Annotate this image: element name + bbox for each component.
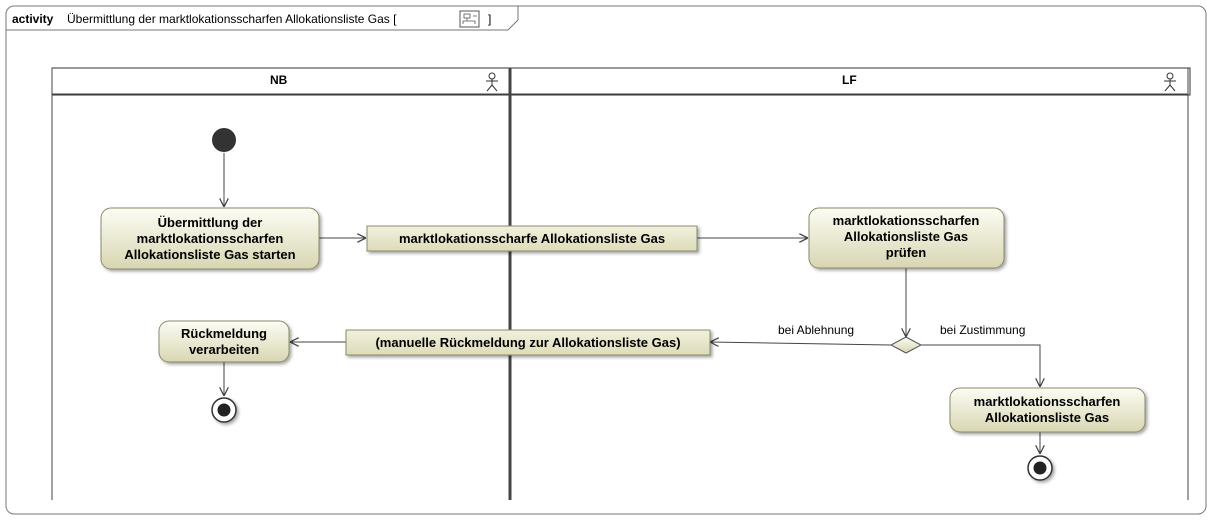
action-process-line-1: Rückmeldung (181, 326, 267, 341)
object-allocation-list-label: marktlokationsscharfe Allokationsliste G… (399, 231, 665, 246)
decision-node[interactable] (889, 336, 923, 354)
action-process-line-2: verarbeiten (189, 342, 259, 357)
guard-approval: bei Zustimmung (940, 323, 1025, 337)
action-start-line-3: Allokationsliste Gas starten (124, 247, 295, 262)
actor-icon (486, 72, 498, 92)
initial-node (212, 128, 236, 152)
action-start-transmission[interactable]: Übermittlung der marktlokationsscharfen … (100, 207, 320, 270)
final-node-nb (211, 397, 237, 423)
frame-keyword: activity (12, 12, 54, 26)
lane-nb-title: NB (270, 73, 288, 87)
action-process-feedback[interactable]: Rückmeldung verarbeiten (158, 320, 290, 363)
flow-decision-to-accepted (921, 344, 1040, 387)
flow-edges (224, 153, 1040, 454)
frame-title: Übermittlung der marktlokationsscharfen … (67, 12, 397, 26)
activity-diagram-icon (459, 10, 480, 28)
action-accepted-list[interactable]: marktlokationsscharfen Allokationsliste … (949, 387, 1146, 433)
action-start-line-1: Übermittlung der (158, 215, 263, 230)
action-check-list[interactable]: marktlokationsscharfen Allokationsliste … (808, 207, 1005, 269)
frame-title-end: ] (488, 12, 491, 26)
action-accepted-line-1: marktlokationsscharfen (974, 394, 1121, 409)
object-allocation-list[interactable]: marktlokationsscharfe Allokationsliste G… (366, 225, 698, 252)
final-node-lf (1027, 455, 1053, 481)
lane-lf-title: LF (842, 73, 857, 87)
action-check-line-2: Allokationsliste Gas (844, 229, 968, 244)
actor-icon (1164, 72, 1176, 92)
object-manual-feedback-label: (manuelle Rückmeldung zur Allokationslis… (375, 335, 680, 350)
object-manual-feedback[interactable]: (manuelle Rückmeldung zur Allokationslis… (345, 329, 711, 356)
flow-decision-to-feedback (710, 342, 892, 345)
action-check-line-3: prüfen (886, 245, 927, 260)
diagram-frame: activity Übermittlung der marktlokations… (5, 5, 1207, 515)
lane-nb: NB (270, 72, 498, 92)
swimlane-header (51, 67, 1191, 500)
guard-rejection: bei Ablehnung (778, 323, 854, 337)
lane-lf: LF (842, 72, 1176, 92)
action-check-line-1: marktlokationsscharfen (833, 213, 980, 228)
action-start-line-2: marktlokationsscharfen (137, 231, 284, 246)
action-accepted-line-2: Allokationsliste Gas (985, 410, 1109, 425)
